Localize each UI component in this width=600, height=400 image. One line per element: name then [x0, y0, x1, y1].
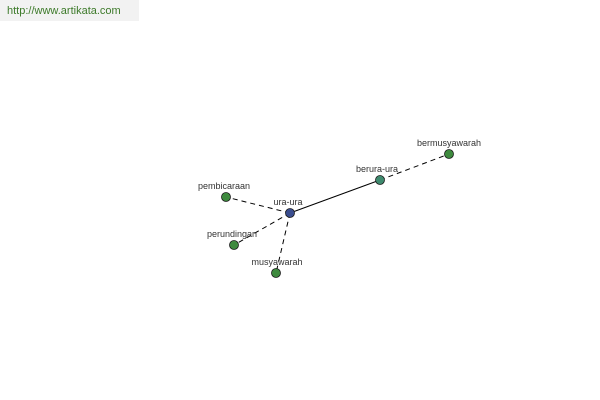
edges-layer	[225, 153, 450, 274]
node-label-musyawarah: musyawarah	[251, 257, 302, 267]
edge-ura-ura-pembicaraan	[225, 196, 291, 214]
url-banner: http://www.artikata.com	[0, 0, 139, 21]
node-label-bermusyawarah: bermusyawarah	[417, 138, 481, 148]
node-label-pembicaraan: pembicaraan	[198, 181, 250, 191]
node-label-ura-ura: ura-ura	[273, 197, 302, 207]
node-pembicaraan[interactable]: pembicaraan	[198, 181, 250, 202]
node-bermusyawarah[interactable]: bermusyawarah	[417, 138, 481, 159]
node-dot-ura-ura[interactable]	[285, 208, 295, 218]
node-dot-perundingan[interactable]	[229, 240, 239, 250]
edge-ura-ura-musyawarah	[275, 212, 291, 274]
node-musyawarah[interactable]: musyawarah	[251, 257, 303, 278]
node-label-berura-ura: berura-ura	[356, 164, 398, 174]
node-dot-pembicaraan[interactable]	[221, 192, 231, 202]
edge-ura-ura-berura-ura	[289, 179, 381, 214]
node-dot-berura-ura[interactable]	[375, 175, 385, 185]
edge-berura-ura-bermusyawarah	[379, 153, 450, 181]
nodes-layer: ura-ura berura-ura bermusyawarah pembicaraa…	[198, 138, 481, 278]
edge-ura-ura-perundingan	[233, 212, 291, 246]
node-perundingan[interactable]: perundingan	[207, 229, 257, 250]
node-berura-ura[interactable]: berura-ura	[356, 164, 398, 185]
node-dot-bermusyawarah[interactable]	[444, 149, 454, 159]
node-ura-ura[interactable]: ura-ura	[273, 197, 303, 218]
node-dot-musyawarah[interactable]	[271, 268, 281, 278]
site-url-link[interactable]: http://www.artikata.com	[7, 5, 121, 17]
node-label-perundingan: perundingan	[207, 229, 257, 239]
